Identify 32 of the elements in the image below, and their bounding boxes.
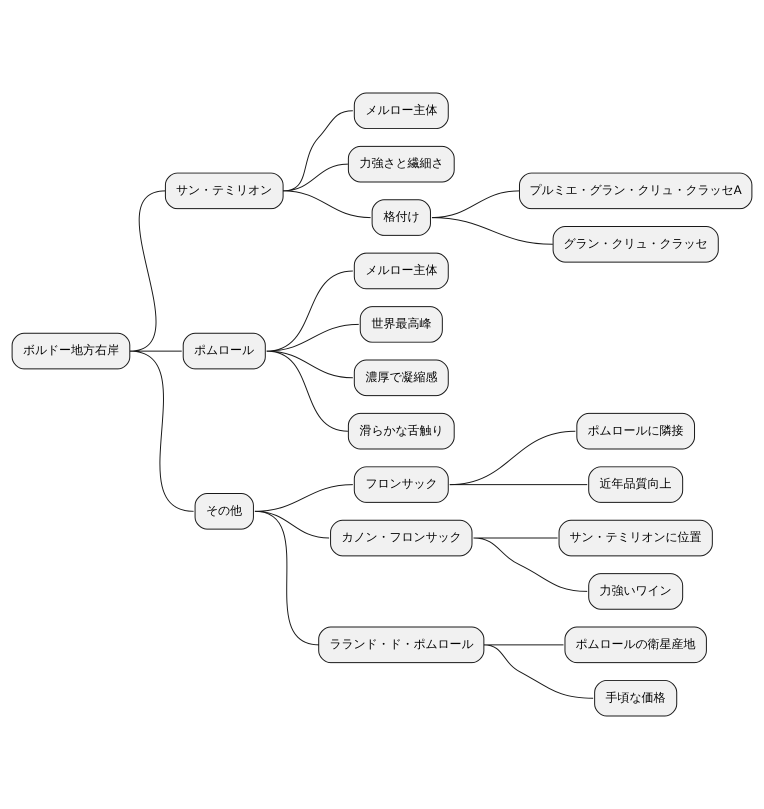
node-box: メルロー主体 [354,92,449,130]
connector [282,110,354,192]
connector [473,538,588,592]
node-box: 滑らかな舌触り [348,412,455,450]
connector [449,484,588,486]
connector [254,510,320,646]
node-box: ポムロールの衛星産地 [564,626,707,664]
node-box: メルロー主体 [354,252,449,290]
node-box: サン・テミリオンに位置 [558,520,713,556]
node-box: プルミエ・グラン・クリュ・クラッセA [518,172,752,210]
node-box: 格付け [372,199,431,236]
connector [266,350,348,432]
connector [282,190,372,218]
node-box: カノン・フロンサック [330,520,472,556]
node-box: 近年品質向上 [588,466,684,503]
node-box: グラン・クリュ・クラッセ [552,226,719,263]
node-box: ラランド・ド・ポムロール [318,626,484,664]
connector [483,644,594,699]
node-box: 濃厚で凝縮感 [354,360,449,396]
node-box: サン・テミリオン [164,172,284,210]
node-box: 力強さと繊細さ [348,146,455,182]
node-box: 世界最高峰 [360,306,443,343]
node-box: 手頃な価格 [594,680,678,717]
connector [431,217,554,245]
node-box: 力強いワイン [588,573,684,610]
connector [129,350,194,512]
node-box: ボルドー地方右岸 [12,332,130,370]
node-box: ポムロール [182,332,266,370]
node-box: フロンサック [354,466,449,503]
node-box: その他 [194,493,254,530]
node-box: ポムロールに隣接 [576,412,696,450]
connector [282,164,348,192]
